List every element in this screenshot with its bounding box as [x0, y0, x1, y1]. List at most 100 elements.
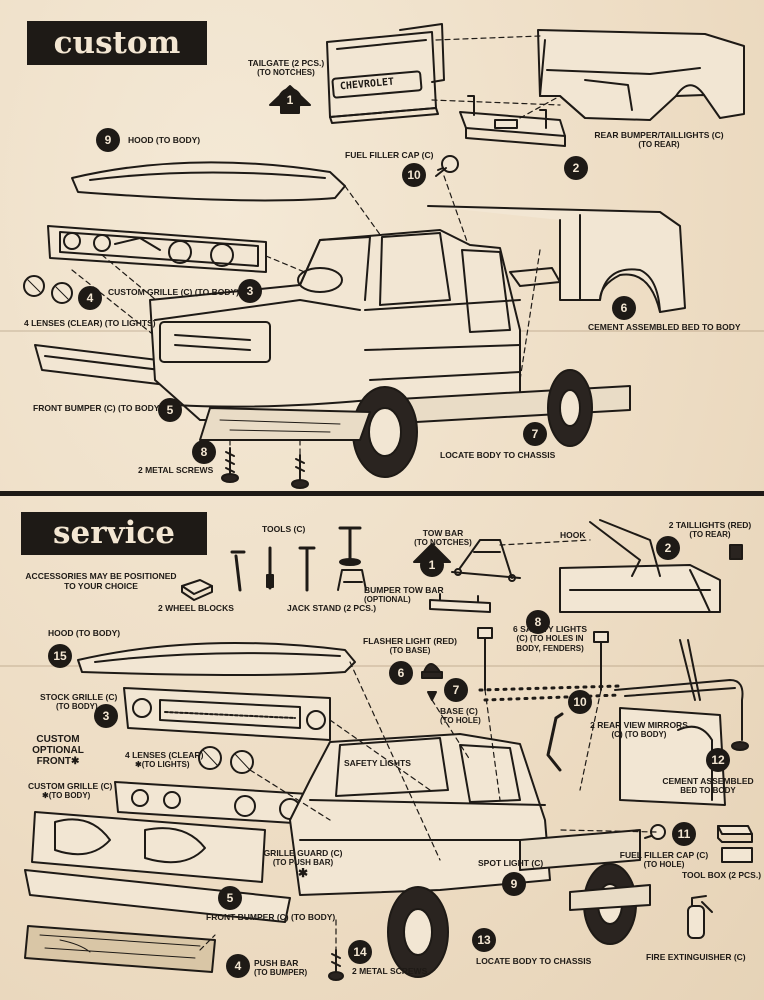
tow-bar-drawing	[452, 540, 520, 581]
step-number: 6	[612, 296, 636, 320]
section-divider	[0, 491, 764, 496]
step-number: 12	[706, 748, 730, 772]
lens-drawing	[199, 747, 253, 773]
fuel-cap-drawing	[436, 156, 458, 176]
hood-drawing	[78, 643, 355, 675]
step-number: 7	[444, 678, 468, 702]
front-bumper-label: FRONT BUMPER (C) (To body)	[33, 403, 163, 413]
hood-drawing	[72, 162, 345, 200]
pickup-bed-drawing	[538, 30, 744, 120]
custom-grille-label: CUSTOM GRILLE (C) ✱(To body)	[28, 781, 113, 800]
step-number: 5	[218, 886, 242, 910]
step-number: 2	[564, 156, 588, 180]
tailgate-drawing	[327, 24, 444, 123]
rear-bumper-label: REAR BUMPER/TAILLIGHTS (C)(To Rear)	[594, 130, 724, 149]
fire-extinguisher-label: FIRE EXTINGUISHER (C)	[646, 952, 746, 962]
lens-drawing	[24, 276, 72, 303]
hood-label: HOOD (To body)	[48, 628, 121, 638]
fuel-cap-label: FUEL FILLER CAP (C)	[345, 150, 434, 160]
section-title-service: service	[21, 512, 207, 555]
step-number: 9	[502, 872, 526, 896]
hook-label: HOOK	[560, 530, 586, 540]
bed-side-drawing	[428, 206, 685, 312]
step-number: 5	[158, 398, 182, 422]
lenses-label: 4 LENSES (Clear) ✱(To lights)	[125, 750, 204, 769]
step-number: 3	[94, 704, 118, 728]
step-number: 10	[402, 163, 426, 187]
chassis-drawing	[200, 370, 630, 477]
custom-optional-front-note: CUSTOM OPTIONAL FRONT✱	[32, 734, 84, 767]
step-number: 7	[523, 422, 547, 446]
step-number: 15	[48, 644, 72, 668]
jack-stand-label: JACK STAND (2 pcs.)	[287, 603, 377, 613]
custom-grille-drawing	[115, 782, 325, 825]
tool-box-label: TOOL BOX (2 pcs.)	[682, 870, 762, 880]
wheel-block-drawing	[182, 580, 212, 600]
custom-grille-drawing	[48, 226, 266, 272]
step-number: 11	[672, 822, 696, 846]
pickup-truck-drawing	[290, 734, 640, 895]
cement-label: CEMENT ASSEMBLED BED TO BODY	[588, 322, 741, 332]
front-bumper-label: FRONT BUMPER (C) (To body)	[206, 912, 336, 922]
bumper-tow-bar-drawing	[430, 594, 490, 612]
step-number: 1	[278, 88, 302, 112]
tailgate-label: TAILGATE (2 pcs.)(To notches)	[248, 58, 325, 77]
pickup-truck-drawing	[150, 230, 520, 420]
step-number: 10	[568, 690, 592, 714]
lenses-label: 4 LENSES (Clear) (To lights)	[24, 318, 156, 328]
tool-box-drawing	[718, 826, 752, 862]
step-number: 3	[238, 279, 262, 303]
screws-label: 2 METAL SCREWS	[352, 966, 428, 976]
flasher-light-drawing	[422, 664, 442, 700]
custom-grille-label: CUSTOM GRILLE (C) (To body)	[108, 287, 239, 297]
step-number: 2	[656, 536, 680, 560]
step-number: 4	[78, 286, 102, 310]
base-label: BASE (C)(To hole)	[440, 706, 481, 725]
metal-screw-drawing	[222, 448, 308, 488]
step-number: 14	[348, 940, 372, 964]
safety-lights-callout: SAFETY LIGHTS	[344, 758, 411, 768]
fuel-cap-label: FUEL FILLER CAP (C)(To hole)	[619, 850, 709, 869]
front-bumper-drawing	[25, 870, 290, 922]
tools-label: TOOLS (C)	[262, 524, 306, 534]
push-bar-drawing	[25, 926, 215, 972]
step-number: 8	[526, 610, 550, 634]
safety-lights-label: 6 SAFETY LIGHTS(C) (To holes inbody, fen…	[513, 624, 587, 653]
screws-label: 2 METAL SCREWS	[138, 465, 214, 475]
step-number: 4	[226, 954, 250, 978]
section-title-custom: custom	[27, 21, 207, 65]
safety-light-drawing	[478, 628, 620, 700]
tow-bar-label: TOW BAR(To notches)	[414, 528, 472, 547]
tools-drawing	[232, 528, 366, 590]
taillights-label: 2 TAILLIGHTS (Red)(To Rear)	[668, 520, 752, 539]
wrecker-boom-drawing	[615, 640, 748, 805]
rear-bumper-drawing	[460, 96, 565, 146]
step-number: 8	[192, 440, 216, 464]
flasher-label: FLASHER LIGHT (Red)(To base)	[363, 636, 457, 655]
grille-guard-label: GRILLE GUARD (C)(To push bar)✱	[263, 848, 343, 880]
stock-grille-drawing	[124, 688, 330, 740]
spot-light-label: SPOT LIGHT (C)	[478, 858, 544, 868]
stock-grille-label: STOCK GRILLE (C)(To body)	[40, 692, 118, 711]
step-number: 9	[96, 128, 120, 152]
chassis-label: LOCATE BODY TO CHASSIS	[440, 450, 556, 460]
bumper-tow-bar-label: BUMPER TOW BAR(Optional)	[364, 585, 444, 604]
mirror-drawing	[548, 714, 562, 770]
metal-screw-drawing	[329, 950, 343, 980]
push-bar-label: PUSH BAR(To bumper)	[254, 958, 308, 977]
wheel-blocks-label: 2 WHEEL BLOCKS	[158, 603, 234, 613]
fire-extinguisher-drawing	[688, 896, 712, 938]
mirrors-label: 2 REAR VIEW MIRRORS(C) (To body)	[590, 720, 688, 739]
chassis-drawing	[388, 864, 650, 977]
chassis-label: LOCATE BODY TO CHASSIS	[476, 956, 592, 966]
paper-fold-line	[0, 665, 764, 667]
taillight-drawing	[730, 545, 742, 559]
step-number: 6	[389, 661, 413, 685]
step-number: 13	[472, 928, 496, 952]
wrecker-bed-drawing	[560, 520, 720, 612]
hood-label: HOOD (To body)	[128, 135, 201, 145]
